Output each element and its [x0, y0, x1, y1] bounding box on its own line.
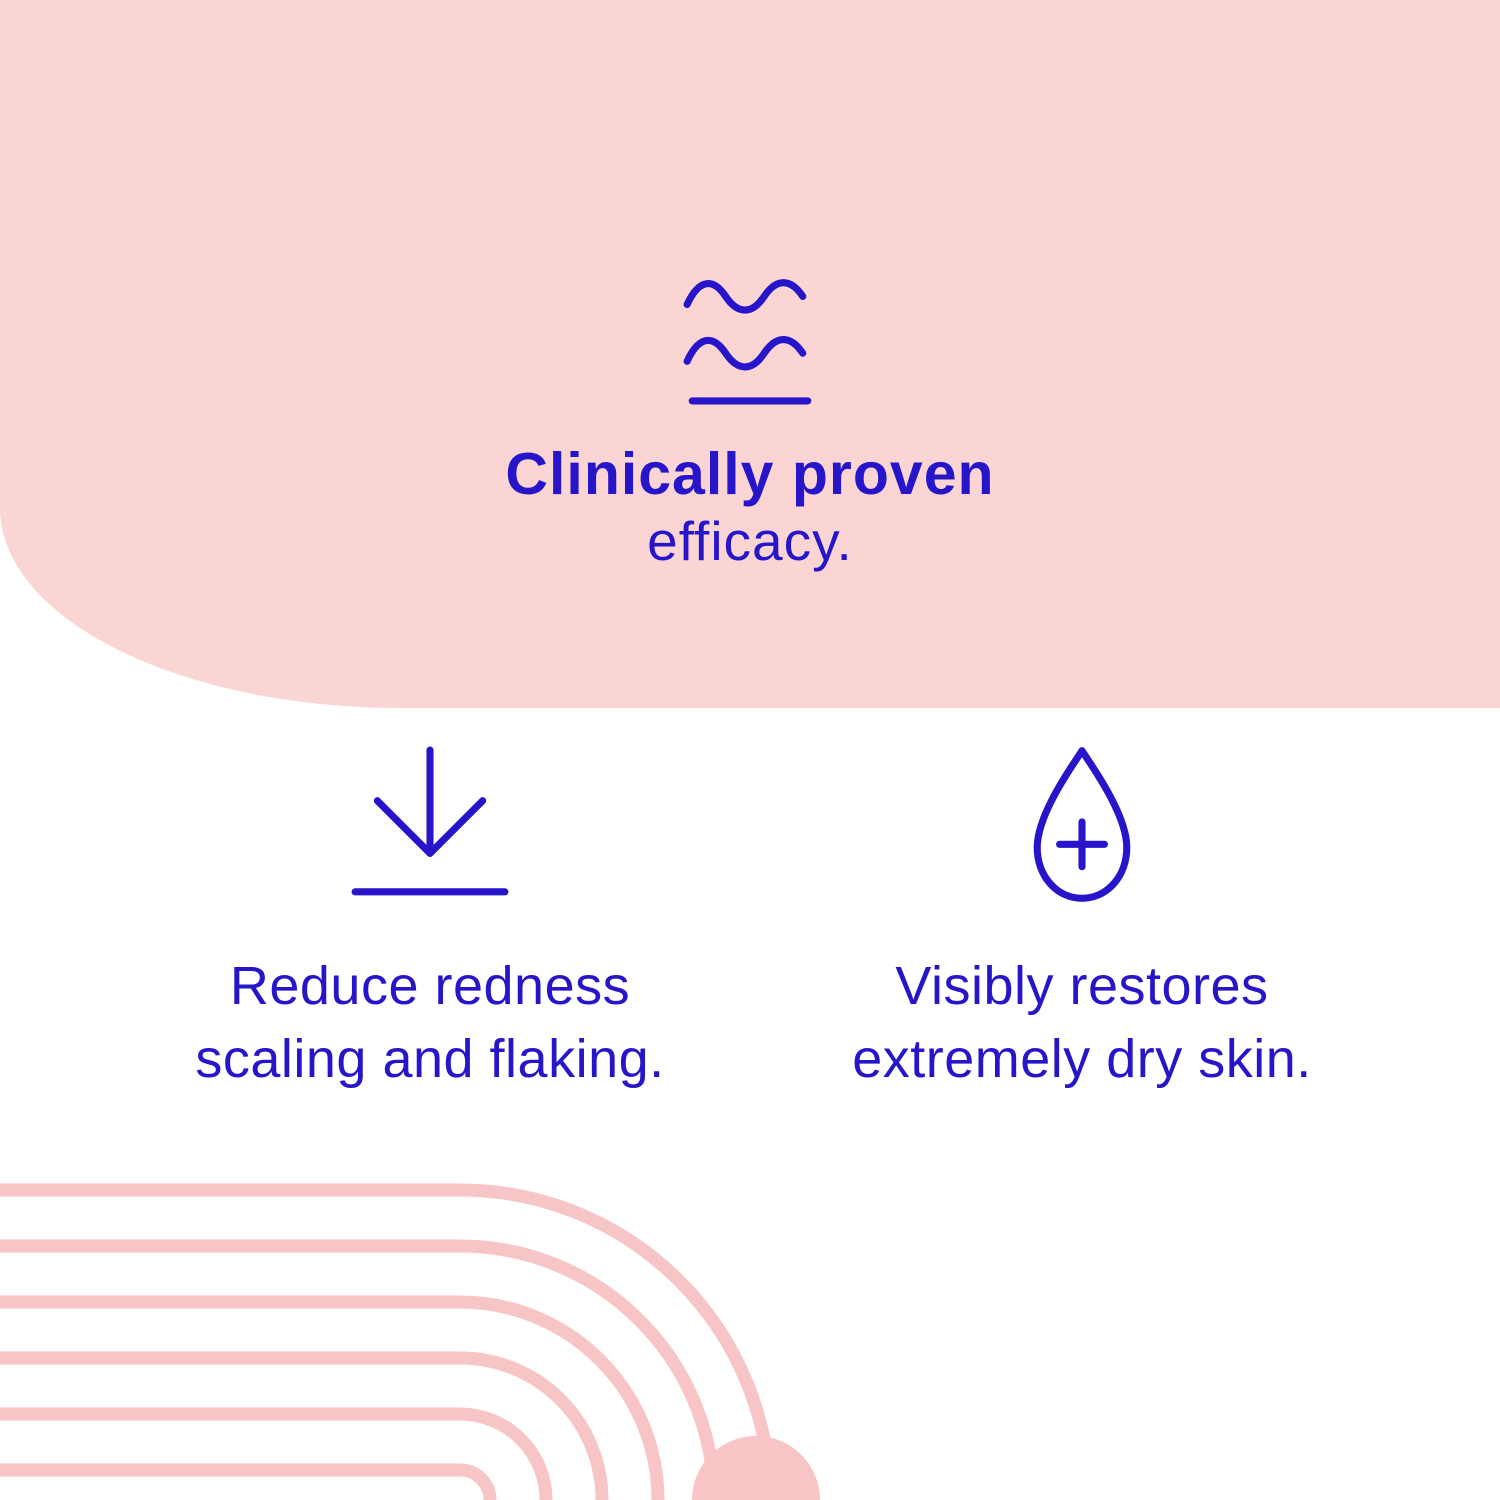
hero-pink-background [0, 0, 1500, 708]
feature-line: Reduce redness [229, 956, 631, 1016]
hero-heading-regular: efficacy. [647, 510, 853, 572]
feature-reduce-redness: Reduce redness scaling and flaking. [110, 742, 750, 1096]
water-drop-plus-icon [1025, 742, 1139, 910]
feature-line: Visibly restores [895, 956, 1269, 1016]
waves-icon [683, 268, 817, 408]
arrow-down-icon [349, 742, 511, 904]
hero-heading-bold: Clinically proven [505, 441, 995, 507]
concentric-arcs-decoration [0, 1170, 840, 1500]
feature-text: Visibly restores extremely dry skin. [762, 950, 1402, 1096]
dome-decoration [692, 1436, 820, 1500]
feature-restores-dry-skin: Visibly restores extremely dry skin. [762, 742, 1402, 1096]
feature-line: scaling and flaking. [195, 1029, 665, 1089]
feature-text: Reduce redness scaling and flaking. [110, 950, 750, 1096]
hero-headline: Clinically proven efficacy. [0, 440, 1500, 574]
feature-line: extremely dry skin. [852, 1029, 1312, 1089]
